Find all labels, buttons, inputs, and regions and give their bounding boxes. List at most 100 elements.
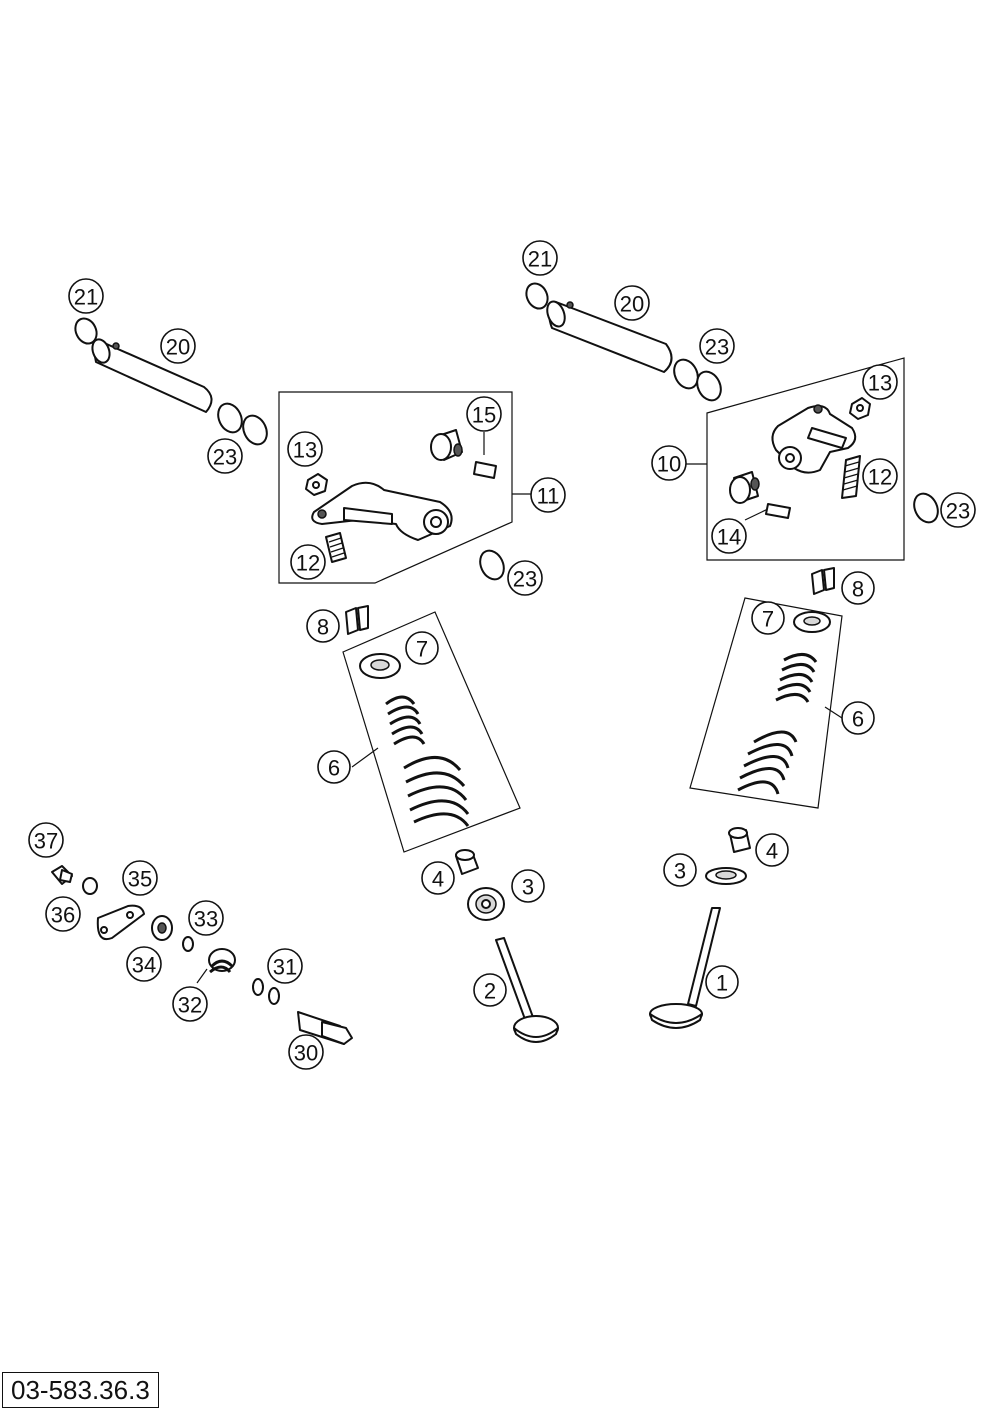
callout-21-right: 21 bbox=[522, 240, 558, 276]
svg-text:7: 7 bbox=[762, 607, 774, 632]
spring-32 bbox=[208, 948, 236, 974]
callout-33: 33 bbox=[188, 900, 224, 936]
callout-2: 2 bbox=[473, 973, 507, 1007]
callout-14: 14 bbox=[711, 518, 747, 554]
svg-text:23: 23 bbox=[513, 567, 537, 592]
callout-6-right: 6 bbox=[841, 701, 875, 735]
washer-36 bbox=[82, 877, 98, 895]
svg-text:1: 1 bbox=[716, 971, 728, 996]
svg-text:23: 23 bbox=[213, 445, 237, 470]
svg-text:12: 12 bbox=[868, 465, 892, 490]
rocker-shaft-left bbox=[91, 338, 213, 413]
svg-text:13: 13 bbox=[868, 371, 892, 396]
o-ring-23-right-c bbox=[913, 492, 939, 524]
svg-text:33: 33 bbox=[194, 907, 218, 932]
callout-23-a: 23 bbox=[207, 438, 243, 474]
svg-text:4: 4 bbox=[766, 839, 778, 864]
svg-text:20: 20 bbox=[620, 292, 644, 317]
callout-3-left: 3 bbox=[511, 869, 545, 903]
callout-4-right: 4 bbox=[755, 833, 789, 867]
callout-8-right: 8 bbox=[841, 571, 875, 605]
callout-8-left: 8 bbox=[306, 609, 340, 643]
group-frames bbox=[196, 357, 905, 984]
svg-text:31: 31 bbox=[273, 955, 297, 980]
callout-35: 35 bbox=[122, 860, 158, 896]
callout-36: 36 bbox=[45, 896, 81, 932]
callout-4-left: 4 bbox=[421, 861, 455, 895]
spring-seat-3-left bbox=[467, 887, 505, 921]
svg-text:10: 10 bbox=[657, 452, 681, 477]
svg-text:2: 2 bbox=[484, 979, 496, 1004]
valve-seal-4-right bbox=[728, 827, 751, 853]
o-ring-23-right-b bbox=[696, 370, 722, 402]
svg-text:4: 4 bbox=[432, 867, 444, 892]
svg-text:30: 30 bbox=[294, 1041, 318, 1066]
svg-text:11: 11 bbox=[537, 484, 560, 509]
callout-11: 11 bbox=[530, 477, 566, 513]
outer-spring-6-left bbox=[403, 756, 470, 827]
pin-14 bbox=[765, 503, 791, 519]
callout-32: 32 bbox=[172, 986, 208, 1022]
spring-seat-3-right bbox=[705, 867, 747, 885]
o-ring-21-left bbox=[74, 317, 98, 345]
svg-text:14: 14 bbox=[717, 525, 741, 550]
callout-3-right: 3 bbox=[663, 853, 697, 887]
callout-12-right: 12 bbox=[862, 458, 898, 494]
roller-14 bbox=[729, 471, 760, 504]
o-ring-23-right-a bbox=[673, 358, 699, 390]
o-ring-23-left-b bbox=[242, 414, 268, 446]
svg-text:35: 35 bbox=[128, 867, 152, 892]
callout-13-left: 13 bbox=[287, 431, 323, 467]
svg-text:6: 6 bbox=[852, 707, 864, 732]
lever-35 bbox=[96, 904, 145, 940]
callout-13-right: 13 bbox=[862, 364, 898, 400]
o-ring-21-right bbox=[525, 282, 549, 310]
callout-23-c: 23 bbox=[699, 328, 735, 364]
callout-23-d: 23 bbox=[940, 492, 976, 528]
callout-37: 37 bbox=[28, 822, 64, 858]
seal-34 bbox=[151, 915, 173, 941]
callout-31: 31 bbox=[267, 948, 303, 984]
bolt-37 bbox=[51, 865, 73, 885]
drawing-number-label: 03-583.36.3 bbox=[2, 1372, 159, 1408]
svg-text:34: 34 bbox=[132, 953, 156, 978]
callout-20-left: 20 bbox=[160, 328, 196, 364]
adjust-screw-12-right bbox=[841, 455, 861, 499]
svg-text:3: 3 bbox=[674, 859, 686, 884]
o-ring-31-a bbox=[252, 978, 264, 996]
valve-1 bbox=[649, 907, 721, 1029]
svg-text:8: 8 bbox=[317, 615, 329, 640]
nut-13-right bbox=[849, 397, 871, 420]
callout-10: 10 bbox=[651, 445, 687, 481]
callout-15: 15 bbox=[466, 396, 502, 432]
decompressor-shaft-30 bbox=[297, 1011, 353, 1045]
pin-15 bbox=[473, 461, 497, 479]
roller-15 bbox=[430, 429, 463, 461]
o-ring-23-left-c bbox=[479, 549, 505, 581]
valve-2 bbox=[495, 937, 559, 1043]
inner-spring-6-left bbox=[385, 695, 426, 746]
svg-text:8: 8 bbox=[852, 577, 864, 602]
valve-keys-8-right bbox=[811, 567, 835, 595]
svg-text:21: 21 bbox=[528, 247, 552, 272]
callout-7-left: 7 bbox=[405, 631, 439, 665]
o-ring-31-b bbox=[268, 987, 280, 1005]
svg-text:32: 32 bbox=[178, 993, 202, 1018]
rocker-shaft-right bbox=[546, 300, 673, 373]
svg-text:36: 36 bbox=[51, 903, 75, 928]
o-ring-23-left-a bbox=[217, 402, 243, 434]
callout-21-left: 21 bbox=[68, 278, 104, 314]
valve-seal-4-left bbox=[455, 849, 479, 875]
rocker-arm-left bbox=[311, 481, 453, 541]
callout-20-right: 20 bbox=[614, 285, 650, 321]
outer-spring-6-right bbox=[737, 730, 798, 795]
callout-23-b: 23 bbox=[507, 560, 543, 596]
nut-13-left bbox=[305, 473, 328, 496]
callout-1: 1 bbox=[705, 965, 739, 999]
svg-text:23: 23 bbox=[705, 335, 729, 360]
spring-retainer-7-right bbox=[793, 611, 831, 633]
svg-text:37: 37 bbox=[34, 829, 58, 854]
svg-text:13: 13 bbox=[293, 438, 317, 463]
svg-text:7: 7 bbox=[416, 637, 428, 662]
